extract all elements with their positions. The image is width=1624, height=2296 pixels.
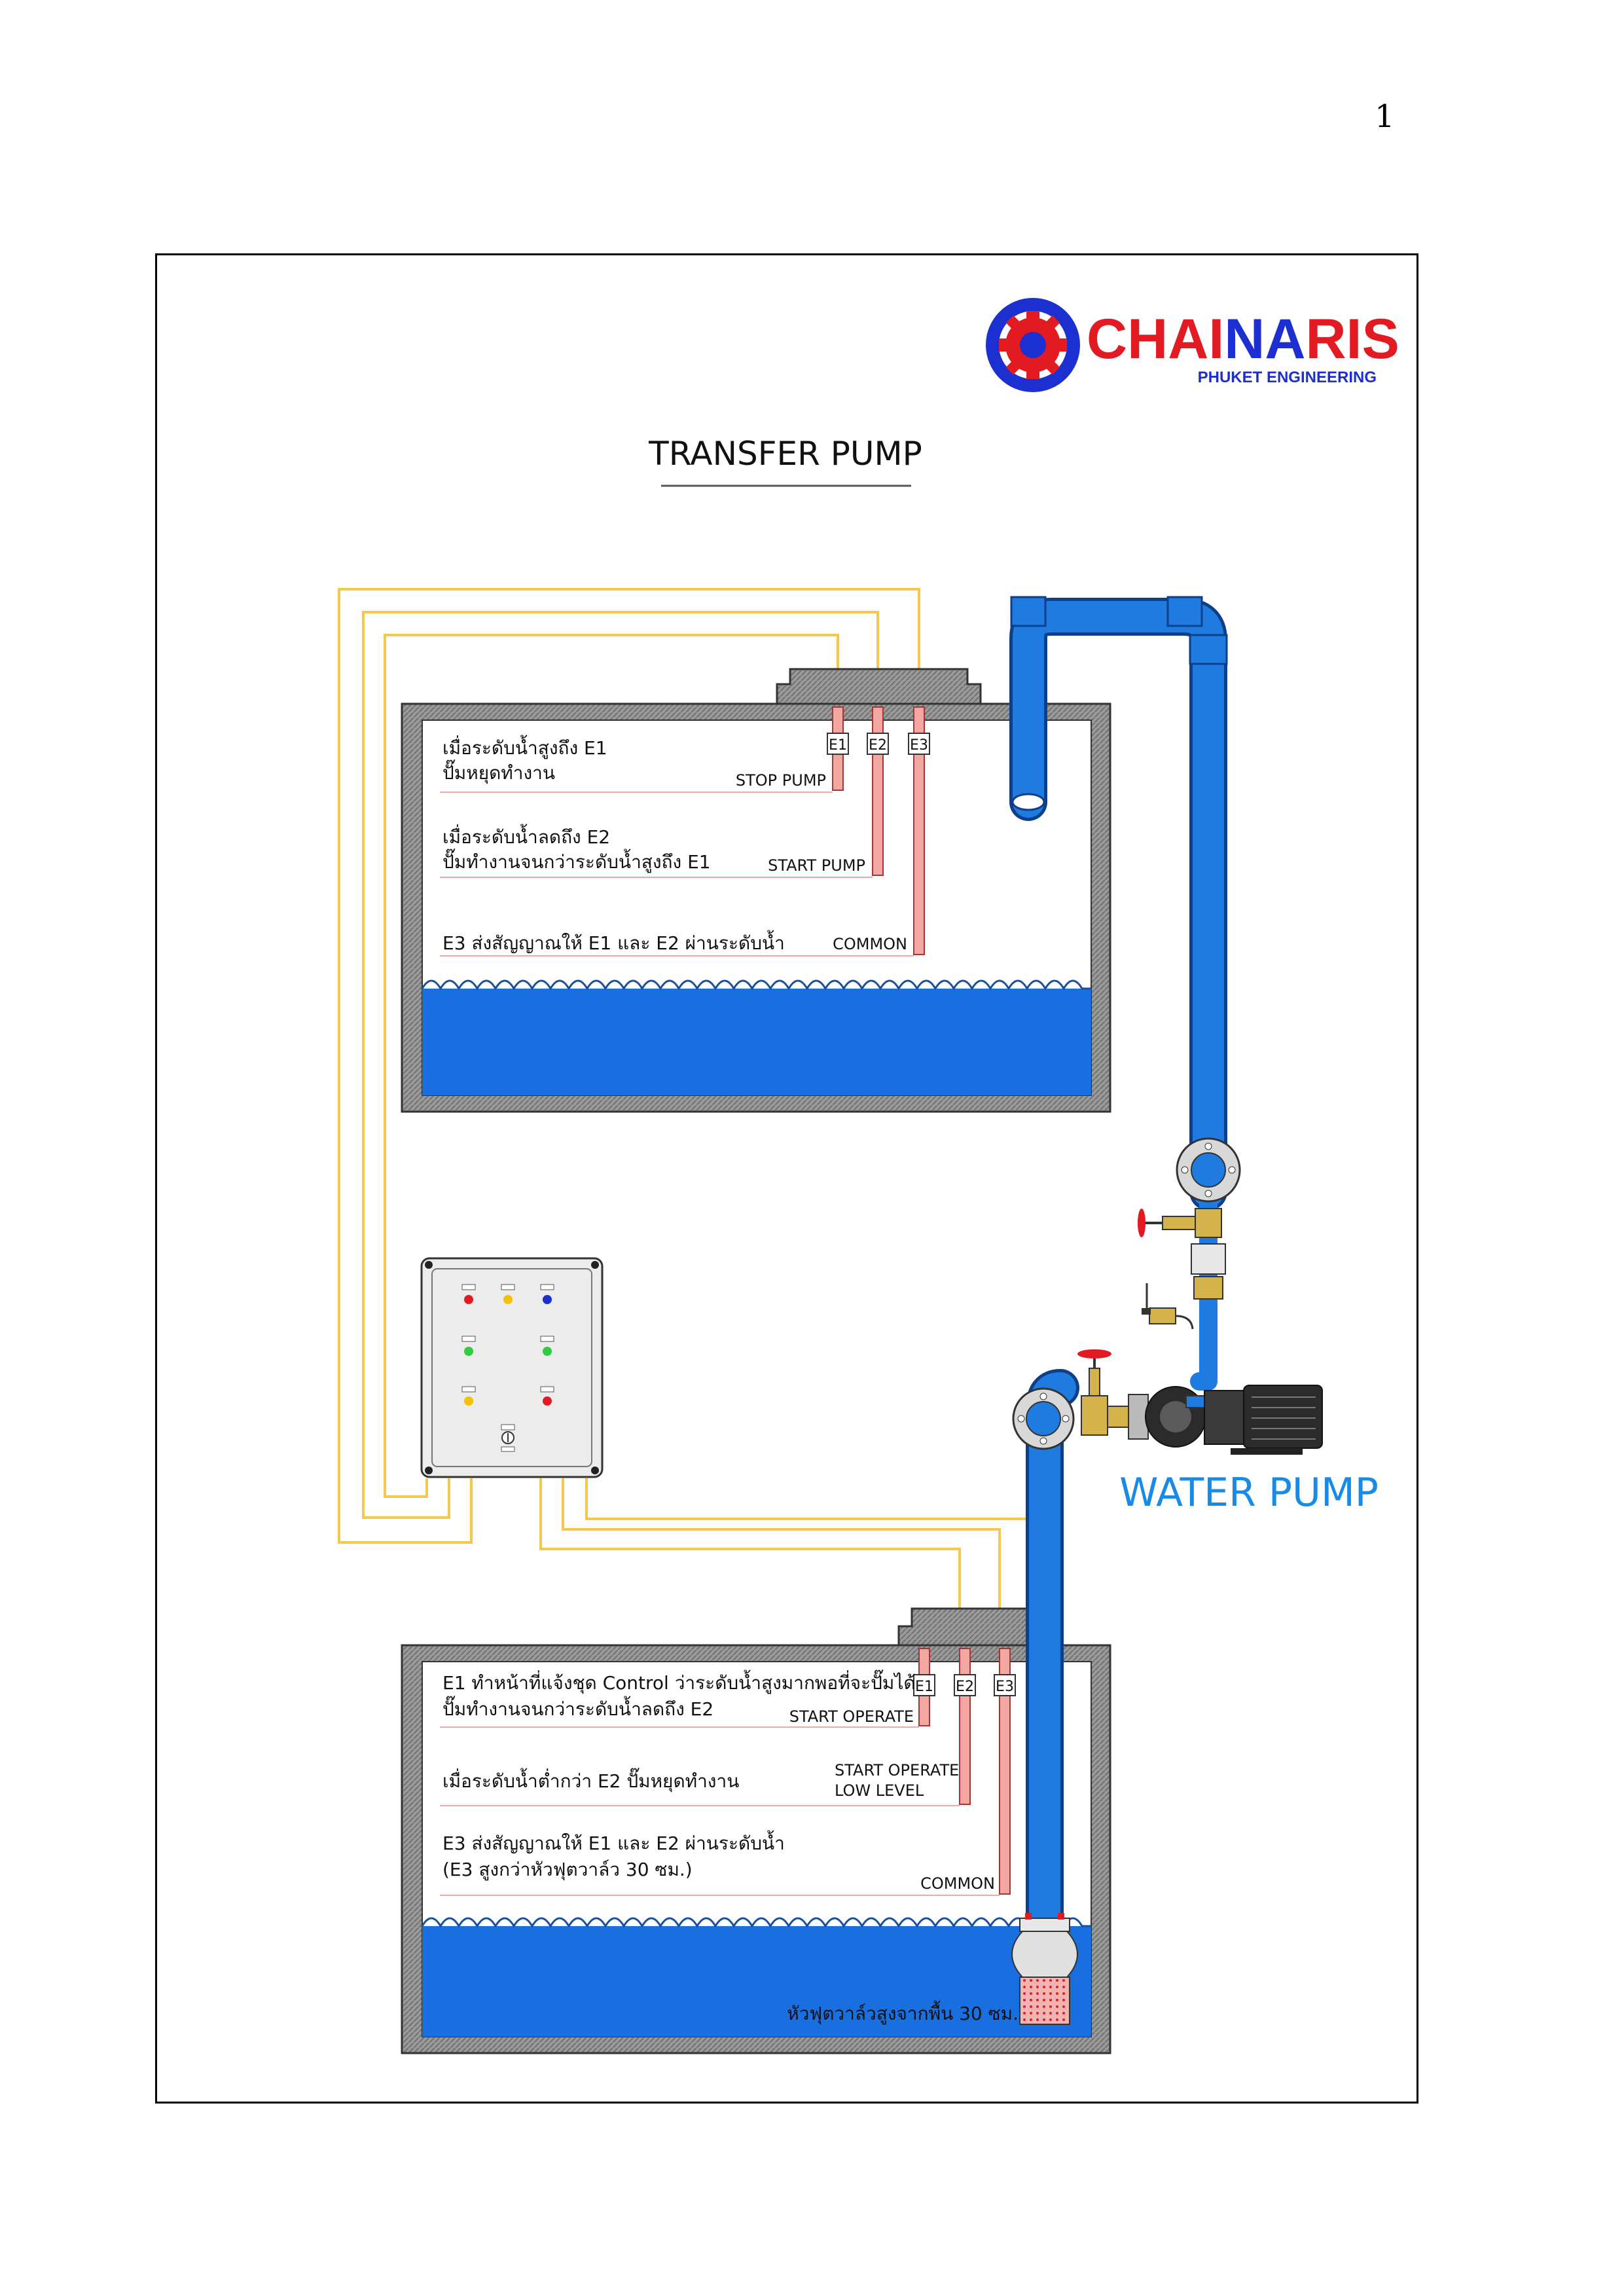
indicator-lamp-yellow-left bbox=[464, 1396, 473, 1406]
foot-valve-text: หัวฟุตวาล์วสูงจากพื้น 30 ซม. bbox=[787, 2000, 1019, 2025]
lower-e2-label-line2: LOW LEVEL bbox=[835, 1781, 924, 1800]
lower-guide-lines bbox=[440, 1726, 1000, 1896]
upper-start-text-line2: ปั๊มทำงานจนกว่าระดับน้ำสูงถึง E1 bbox=[442, 848, 711, 873]
lower-tank: E1 E2 E3 E1 ทำหน้าที่แจ้งชุด Control ว่า… bbox=[401, 1607, 1111, 2054]
upper-common-text: E3 ส่งสัญญาณให้ E1 และ E2 ผ่านระดับน้ำ bbox=[442, 930, 785, 954]
lower-water-waves bbox=[421, 1917, 1091, 1928]
lower-e1-text-line2: ปั๊มทำงานจนกว่าระดับน้ำลดถึง E2 bbox=[442, 1696, 713, 1720]
upper-start-label: START PUMP bbox=[768, 856, 865, 875]
logo: CHAINARIS PHUKET ENGINEERING bbox=[986, 298, 1399, 392]
lower-e3-label: COMMON bbox=[920, 1874, 995, 1893]
upper-water-waves bbox=[421, 979, 1091, 991]
lower-electrode-e3 bbox=[999, 1648, 1011, 1895]
discharge-outlet bbox=[1011, 793, 1045, 811]
lower-e3-text-line2: (E3 สูงกว่าหัวฟุตวาล์ว 30 ซม.) bbox=[442, 1859, 693, 1881]
valve-handwheel-icon bbox=[1138, 1209, 1146, 1237]
foot-valve-strainer bbox=[1019, 1977, 1070, 2025]
brand-name: CHAINARIS bbox=[1087, 308, 1399, 371]
upper-tank-cap bbox=[776, 668, 982, 705]
brand-name-part3: RIS bbox=[1305, 308, 1399, 371]
indicator-lamp-green-right bbox=[543, 1347, 552, 1356]
upper-guide-lines bbox=[440, 792, 914, 957]
pressure-switch bbox=[1142, 1283, 1194, 1330]
lower-electrodes: E1 E2 E3 bbox=[913, 1648, 1016, 1895]
valve-handwheel-icon bbox=[1077, 1349, 1111, 1358]
brand-subtitle: PHUKET ENGINEERING bbox=[1198, 369, 1377, 386]
upper-start-text-line1: เมื่อระดับน้ำลดถึง E2 bbox=[442, 824, 610, 848]
upper-tag-e1: E1 bbox=[829, 737, 847, 754]
upper-stop-text-line1: เมื่อระดับน้ำสูงถึง E1 bbox=[442, 735, 607, 759]
upper-common-label: COMMON bbox=[833, 935, 907, 953]
lower-tag-e1: E1 bbox=[915, 1679, 933, 1695]
water-pump-label: WATER PUMP bbox=[1119, 1470, 1379, 1516]
upper-tank: E1 E2 E3 เมื่อระดับน้ำสูงถึง E1 ปั๊มหยุด… bbox=[401, 668, 1111, 1113]
lower-tag-e3: E3 bbox=[996, 1679, 1014, 1695]
pipe-flange-lower bbox=[1012, 1387, 1075, 1450]
pipe-elbow-left bbox=[1010, 596, 1047, 627]
diagram-title: TRANSFER PUMP bbox=[648, 435, 922, 473]
indicator-lamp-red-right bbox=[543, 1396, 552, 1406]
upper-stop-text-line2: ปั๊มหยุดทำงาน bbox=[442, 759, 555, 784]
lower-water bbox=[422, 1926, 1091, 2037]
pipe-elbow-right bbox=[1166, 596, 1203, 627]
foot-valve bbox=[1011, 1913, 1078, 2025]
page-number: 1 bbox=[1375, 98, 1395, 135]
pipe-flange-upper bbox=[1176, 1137, 1241, 1203]
lower-e1-label: START OPERATE bbox=[789, 1707, 914, 1726]
indicator-lamp-blue bbox=[543, 1295, 552, 1304]
upper-tag-e2: E2 bbox=[869, 737, 887, 754]
gate-valve-lower bbox=[1077, 1349, 1129, 1436]
water-pump bbox=[1128, 1385, 1323, 1455]
lower-e2-text: เมื่อระดับน้ำต่ำกว่า E2 ปั๊มหยุดทำงาน bbox=[442, 1768, 739, 1793]
lower-electrode-e2 bbox=[959, 1648, 971, 1805]
diagram-frame bbox=[155, 253, 1418, 2104]
upper-electrodes: E1 E2 E3 bbox=[827, 706, 930, 955]
upper-stop-label: STOP PUMP bbox=[736, 771, 826, 790]
brand-name-part1: CHAI bbox=[1087, 308, 1224, 371]
control-panel bbox=[420, 1257, 604, 1478]
gear-icon bbox=[986, 298, 1080, 392]
lower-e2-label-line1: START OPERATE bbox=[835, 1761, 959, 1779]
upper-tag-e3: E3 bbox=[910, 737, 928, 754]
brand-name-part2: NA bbox=[1224, 308, 1305, 371]
lower-e3-text-line1: E3 ส่งสัญญาณให้ E1 และ E2 ผ่านระดับน้ำ bbox=[442, 1830, 785, 1854]
upper-electrode-e3 bbox=[913, 706, 925, 955]
indicator-lamp-green-left bbox=[464, 1347, 473, 1356]
lower-e1-text-line1: E1 ทำหน้าที่แจ้งชุด Control ว่าระดับน้ำส… bbox=[442, 1669, 916, 1694]
gate-valve-upper bbox=[1138, 1208, 1222, 1238]
pipe-union bbox=[1191, 1243, 1226, 1300]
indicator-lamp-yellow bbox=[503, 1295, 513, 1304]
upper-electrode-e2 bbox=[872, 706, 884, 876]
indicator-lamp-red bbox=[464, 1295, 473, 1304]
upper-water bbox=[422, 989, 1091, 1095]
lower-tag-e2: E2 bbox=[956, 1679, 974, 1695]
